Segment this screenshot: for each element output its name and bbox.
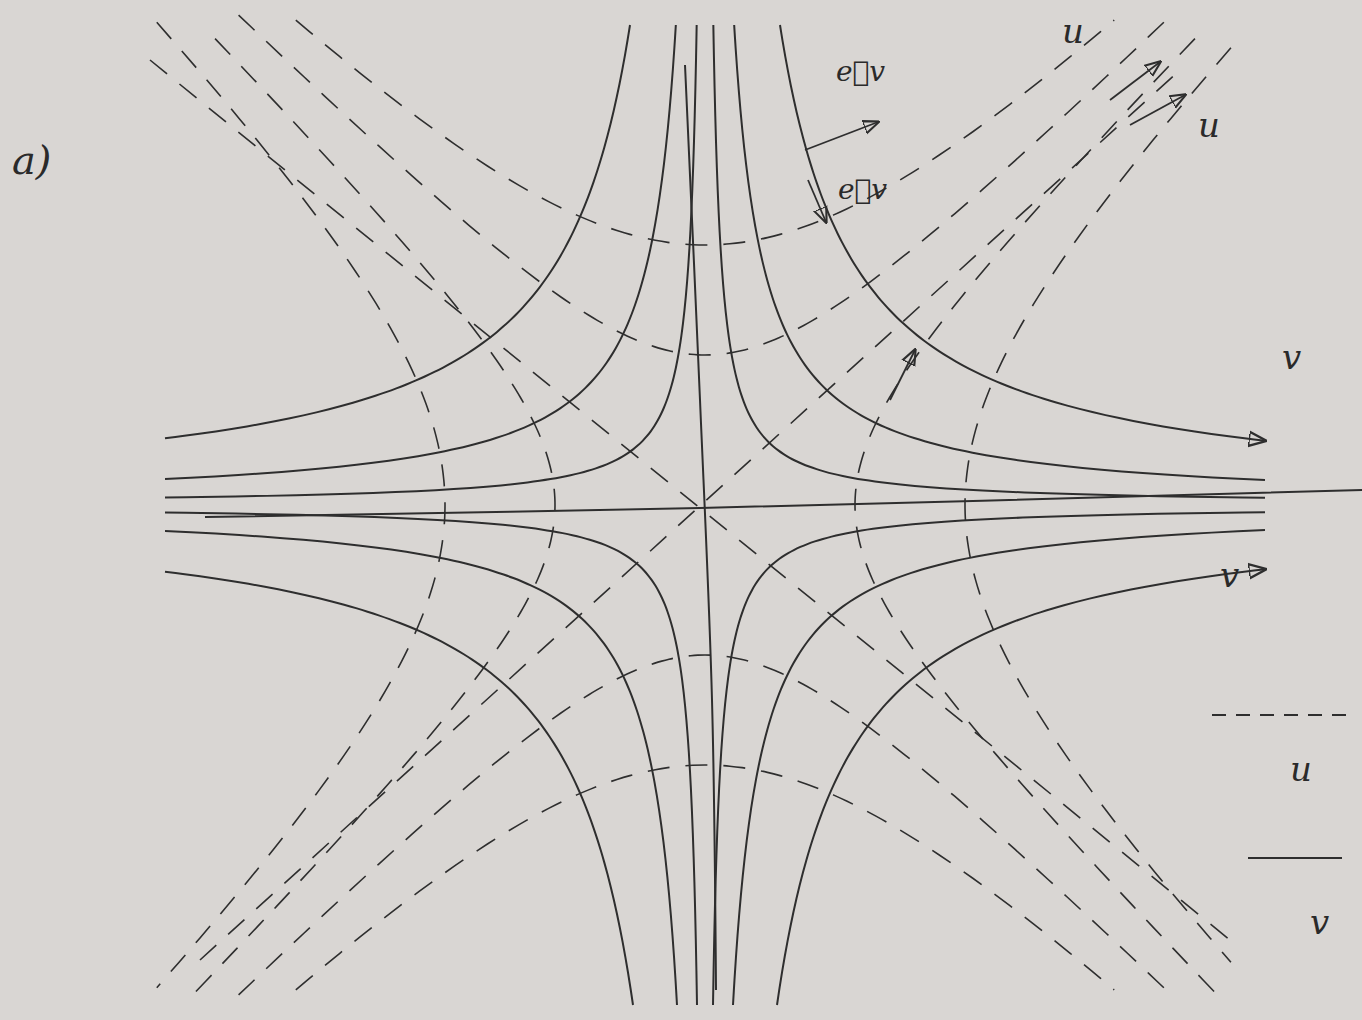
- u-curve: [239, 15, 1172, 355]
- panel-label: a): [12, 140, 51, 180]
- u-arrow: [1110, 62, 1160, 100]
- u-curve: [239, 655, 1172, 995]
- basis-vector: [805, 122, 878, 150]
- vector-label: e⃗v: [838, 176, 887, 204]
- vector-label: e⃗v: [836, 58, 885, 86]
- v-curve: [713, 512, 1265, 1005]
- v-curve: [734, 25, 1265, 480]
- u-curve: [157, 22, 445, 987]
- v-curve: [165, 25, 630, 438]
- axis-label: u: [1062, 14, 1084, 48]
- basis-vector: [808, 180, 826, 222]
- u-curve: [965, 48, 1231, 962]
- u-arrow: [890, 350, 915, 400]
- legend-text: u: [1290, 752, 1312, 786]
- v-curve: [713, 25, 1265, 498]
- axis-line: [685, 65, 716, 990]
- v-curve: [780, 25, 1265, 441]
- v-curve: [165, 25, 697, 498]
- v-curve: [165, 512, 697, 1005]
- axis-label: v: [1282, 340, 1301, 374]
- legend-sample-solid: [1248, 857, 1342, 859]
- u-curve: [855, 39, 1218, 996]
- v-curve: [165, 572, 633, 1005]
- v-curve: [733, 530, 1265, 1005]
- v-curve: [165, 531, 677, 1005]
- legend-sample-dashed: [1212, 714, 1350, 716]
- v-curve: [165, 25, 676, 479]
- u-curve: [296, 765, 1114, 990]
- u-curve: [200, 70, 1180, 960]
- axis-label: v: [1220, 558, 1239, 592]
- u-curve: [150, 60, 1230, 940]
- legend-text: v: [1310, 905, 1329, 939]
- u-curve: [296, 20, 1114, 245]
- u-curve: [192, 39, 555, 996]
- u-arrow: [1130, 95, 1185, 125]
- v-curve: [777, 569, 1265, 1005]
- axis-label: u: [1198, 108, 1220, 142]
